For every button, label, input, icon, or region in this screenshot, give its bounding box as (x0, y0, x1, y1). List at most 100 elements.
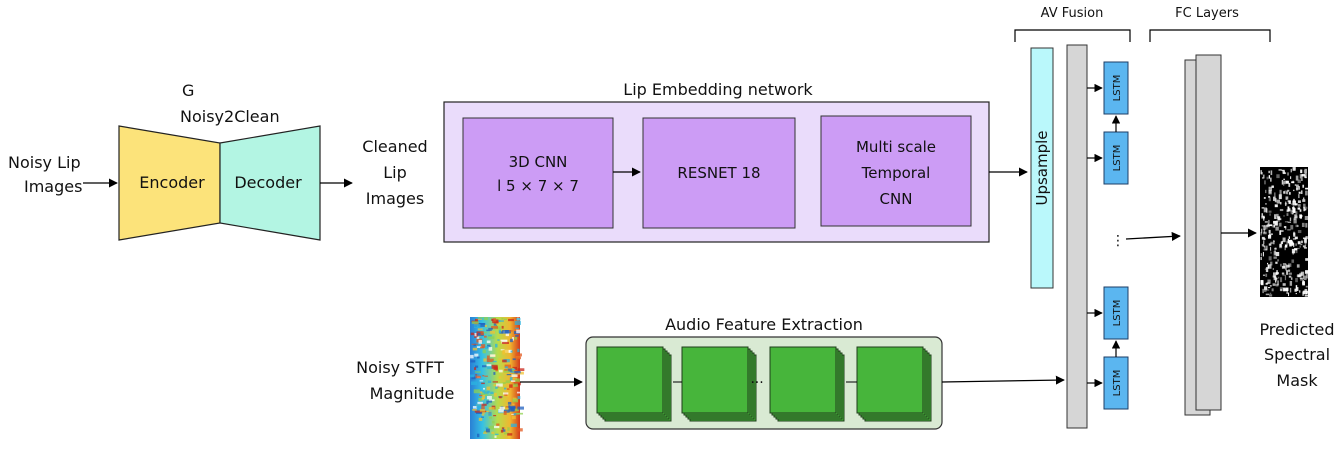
mask-texture (1300, 178, 1303, 181)
spectrogram-texture (503, 410, 507, 415)
spectrogram-texture (475, 375, 481, 379)
spectrogram-texture (508, 318, 514, 322)
spectrogram-texture (507, 435, 511, 439)
spectrogram-texture (511, 380, 516, 382)
spectrogram-texture (495, 433, 499, 436)
spectrogram-texture (486, 386, 491, 391)
mask-texture (1290, 225, 1294, 230)
audio-conv-blocks (596, 346, 932, 422)
mask-texture (1294, 214, 1297, 216)
spectrogram-texture (470, 360, 476, 363)
spectrogram-texture (516, 317, 521, 321)
spectrogram-texture (482, 391, 486, 393)
mask-texture (1286, 191, 1288, 195)
mask-texture (1301, 222, 1305, 228)
spectrogram-texture (478, 339, 482, 344)
noisy-stft-label-1: Noisy STFT (356, 358, 444, 377)
mask-texture (1265, 203, 1267, 205)
spectrogram-texture (502, 341, 509, 345)
mask-texture (1291, 210, 1295, 213)
spectrogram-texture (491, 431, 495, 434)
mask-texture (1270, 177, 1272, 182)
mask-texture (1281, 272, 1285, 275)
mask-texture (1292, 232, 1296, 237)
mask-texture (1273, 251, 1277, 256)
mask-texture (1263, 240, 1265, 245)
spectrogram-texture (501, 330, 509, 334)
mask-texture (1289, 217, 1292, 222)
spectrogram-texture (481, 413, 485, 416)
lip-embedding-title: Lip Embedding network (623, 80, 813, 99)
mask-texture (1281, 169, 1285, 172)
spectrogram-texture (486, 340, 491, 344)
spectrogram-texture (486, 400, 489, 405)
spectrogram-texture (480, 346, 485, 349)
mask-texture (1288, 192, 1291, 195)
mask-texture (1260, 253, 1263, 257)
mask-texture (1304, 175, 1306, 178)
generator-g-label: G (182, 81, 194, 100)
spectrogram-texture (480, 331, 484, 336)
mask-texture (1288, 292, 1290, 297)
mask-texture (1279, 277, 1283, 283)
mask-texture (1263, 215, 1265, 221)
mask-texture (1290, 277, 1293, 280)
mask-texture (1295, 184, 1299, 188)
mask-texture (1303, 290, 1306, 295)
mask-texture (1304, 168, 1307, 173)
spectrogram-texture (488, 334, 492, 337)
cnn3d-block (462, 117, 614, 229)
mask-texture (1295, 224, 1299, 228)
mask-texture (1305, 270, 1309, 274)
mask-texture (1268, 264, 1272, 269)
mask-texture (1269, 294, 1273, 297)
spectrogram-texture (503, 370, 510, 373)
mask-texture (1276, 174, 1280, 179)
mask-texture (1273, 192, 1276, 198)
mask-texture (1271, 288, 1274, 292)
mask-texture (1285, 226, 1287, 230)
spectrogram-texture (474, 410, 482, 413)
mask-texture (1295, 187, 1299, 191)
spectrogram-texture (475, 365, 479, 368)
lip-embedding-group: Lip Embedding network 3D CNN l 5 × 7 × 7… (443, 80, 1028, 243)
spectrogram-texture (499, 406, 505, 410)
mask-texture (1292, 238, 1297, 240)
mask-texture (1262, 274, 1266, 276)
mask-texture (1299, 209, 1302, 212)
spectrogram-texture (486, 358, 494, 363)
mask-texture (1266, 208, 1268, 213)
mask-texture (1260, 280, 1264, 286)
mask-texture (1294, 215, 1298, 219)
spectrogram-texture (488, 399, 495, 402)
mask-texture (1305, 187, 1309, 190)
noisy-lip-input-label-2: Images (24, 177, 82, 196)
spectrogram-texture (479, 409, 486, 412)
mask-texture (1282, 237, 1286, 243)
mask-texture (1275, 261, 1278, 264)
mask-texture (1269, 247, 1272, 252)
mask-texture (1305, 206, 1308, 210)
mask-texture (1283, 215, 1285, 217)
mask-texture (1265, 224, 1268, 228)
spectrogram-texture (483, 358, 487, 362)
upsample-label: Upsample (1033, 130, 1051, 205)
spectrogram-texture (517, 371, 524, 375)
mask-texture (1304, 215, 1309, 221)
mask-texture (1261, 228, 1263, 234)
mask-texture (1286, 213, 1289, 216)
spectrogram-texture (472, 405, 478, 409)
mask-texture (1303, 275, 1305, 280)
mask-texture (1260, 231, 1262, 236)
mask-texture (1305, 285, 1308, 288)
mask-texture (1269, 234, 1272, 237)
spectrogram-texture (515, 335, 519, 337)
mask-texture (1297, 204, 1301, 207)
mask-texture (1262, 288, 1264, 294)
spectrogram-texture (476, 412, 483, 414)
mask-texture (1293, 189, 1295, 192)
mask-texture (1267, 287, 1271, 289)
stft-spectrogram (470, 317, 525, 439)
spectrogram-texture (488, 425, 494, 430)
spectrogram-texture (483, 387, 486, 390)
